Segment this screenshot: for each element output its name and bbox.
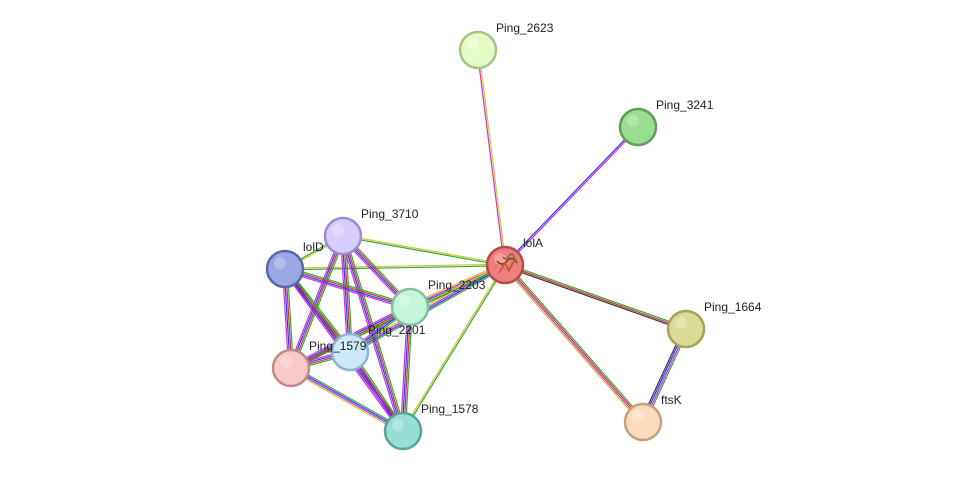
node-highlight [627, 115, 639, 127]
node-label: Ping_2201 [368, 323, 426, 337]
node-circle[interactable] [383, 411, 423, 451]
edge-strand [505, 264, 645, 422]
edge-lolD-Ping_2203[interactable] [284, 266, 411, 310]
edge-strand [400, 306, 409, 431]
node-circle[interactable] [390, 287, 430, 327]
edge-strand [476, 50, 505, 266]
edge-strand [291, 236, 345, 369]
edge-strand [284, 270, 410, 310]
node-circle[interactable] [485, 245, 525, 285]
node-label: Ping_2203 [428, 278, 486, 292]
node-circle[interactable] [618, 107, 658, 147]
node-highlight [332, 224, 344, 236]
edge-strand [289, 369, 403, 434]
edge-lolA-lolD[interactable] [284, 263, 506, 271]
node-highlight [280, 356, 292, 368]
edge-strand [503, 126, 638, 265]
edge-strand [403, 307, 412, 432]
node-ftsK[interactable]: ftsK [623, 393, 682, 442]
edge-strand [341, 236, 350, 353]
edge-strand [284, 263, 505, 269]
edge-strand [342, 236, 505, 267]
edge-strand [285, 267, 411, 307]
edge-Ping_3710-Ping_1579[interactable] [288, 234, 346, 370]
node-Ping_3241[interactable]: Ping_3241 [618, 98, 714, 147]
edge-strand [503, 265, 643, 423]
edge-strand [504, 265, 686, 332]
edge-strand [285, 266, 411, 306]
node-circle[interactable] [623, 402, 663, 442]
node-circle[interactable] [330, 332, 370, 372]
edge-strand [343, 235, 352, 352]
node-highlight [339, 340, 351, 352]
edge-lolA-Ping_1578[interactable] [401, 264, 507, 432]
node-highlight [675, 317, 687, 329]
node-circle[interactable] [271, 348, 311, 388]
edge-strand [290, 368, 403, 433]
protein-structure-strand [498, 258, 516, 274]
edge-lolA-Ping_3241[interactable] [503, 126, 640, 266]
edge-lolA-Ping_1664[interactable] [504, 262, 687, 332]
node-Ping_2201[interactable]: Ping_2201 [330, 323, 426, 372]
edge-strand [292, 236, 346, 370]
node-label: Ping_3710 [361, 207, 419, 221]
edge-strand [478, 49, 507, 265]
node-Ping_1579[interactable]: Ping_1579 [271, 339, 367, 388]
node-circle[interactable] [458, 30, 498, 70]
node-Ping_3710[interactable]: Ping_3710 [323, 207, 419, 256]
node-label: ftsK [661, 393, 682, 407]
node-label: lolD [303, 240, 324, 254]
node-highlight [274, 257, 286, 269]
edge-strand [284, 269, 410, 309]
edge-strand [343, 235, 405, 431]
edge-strand [502, 266, 642, 424]
edge-strand [340, 236, 349, 353]
node-Ping_2623[interactable]: Ping_2623 [458, 21, 554, 70]
edge-Ping_1579-Ping_1578[interactable] [289, 365, 405, 434]
edge-strand [504, 264, 687, 330]
edge-strand [401, 264, 505, 431]
node-Ping_2203[interactable]: Ping_2203 [390, 278, 486, 327]
edge-strand [506, 263, 646, 421]
edge-Ping_2203-Ping_1578[interactable] [400, 306, 413, 432]
protein-structure-strand [502, 253, 516, 260]
node-highlight [632, 410, 644, 422]
edge-strand [505, 262, 687, 329]
edge-lolA-ftsK[interactable] [502, 263, 646, 424]
protein-structure-icon [494, 253, 518, 274]
node-label: Ping_3241 [656, 98, 714, 112]
node-highlight [399, 295, 411, 307]
node-label: Ping_1664 [704, 300, 762, 314]
node-label: Ping_1579 [309, 339, 367, 353]
edge-strand [285, 265, 506, 271]
node-label: lolA [523, 236, 543, 250]
edge-strand [505, 127, 640, 266]
edge-strand [291, 365, 405, 430]
edge-strand [343, 234, 506, 265]
edge-strand [288, 234, 342, 368]
node-circle[interactable] [666, 309, 706, 349]
node-label: Ping_1578 [421, 402, 479, 416]
node-Ping_1578[interactable]: Ping_1578 [383, 402, 479, 451]
edge-strand [404, 307, 413, 432]
node-circle[interactable] [323, 216, 363, 256]
edge-lolA-Ping_2623[interactable] [476, 49, 507, 266]
edge-strand [289, 235, 343, 368]
edge-strand [291, 366, 404, 431]
edge-strand [403, 265, 507, 432]
node-lolA[interactable]: lolA [485, 236, 543, 285]
edge-strand [401, 306, 410, 431]
edge-Ping_3710-Ping_2201[interactable] [340, 235, 353, 353]
edge-lolA-Ping_3710[interactable] [342, 234, 506, 267]
node-lolD[interactable]: lolD [265, 240, 324, 289]
node-circle[interactable] [265, 249, 305, 289]
node-label: Ping_2623 [496, 21, 554, 35]
node-Ping_1664[interactable]: Ping_1664 [666, 300, 762, 349]
node-highlight [392, 419, 404, 431]
node-highlight [467, 38, 479, 50]
